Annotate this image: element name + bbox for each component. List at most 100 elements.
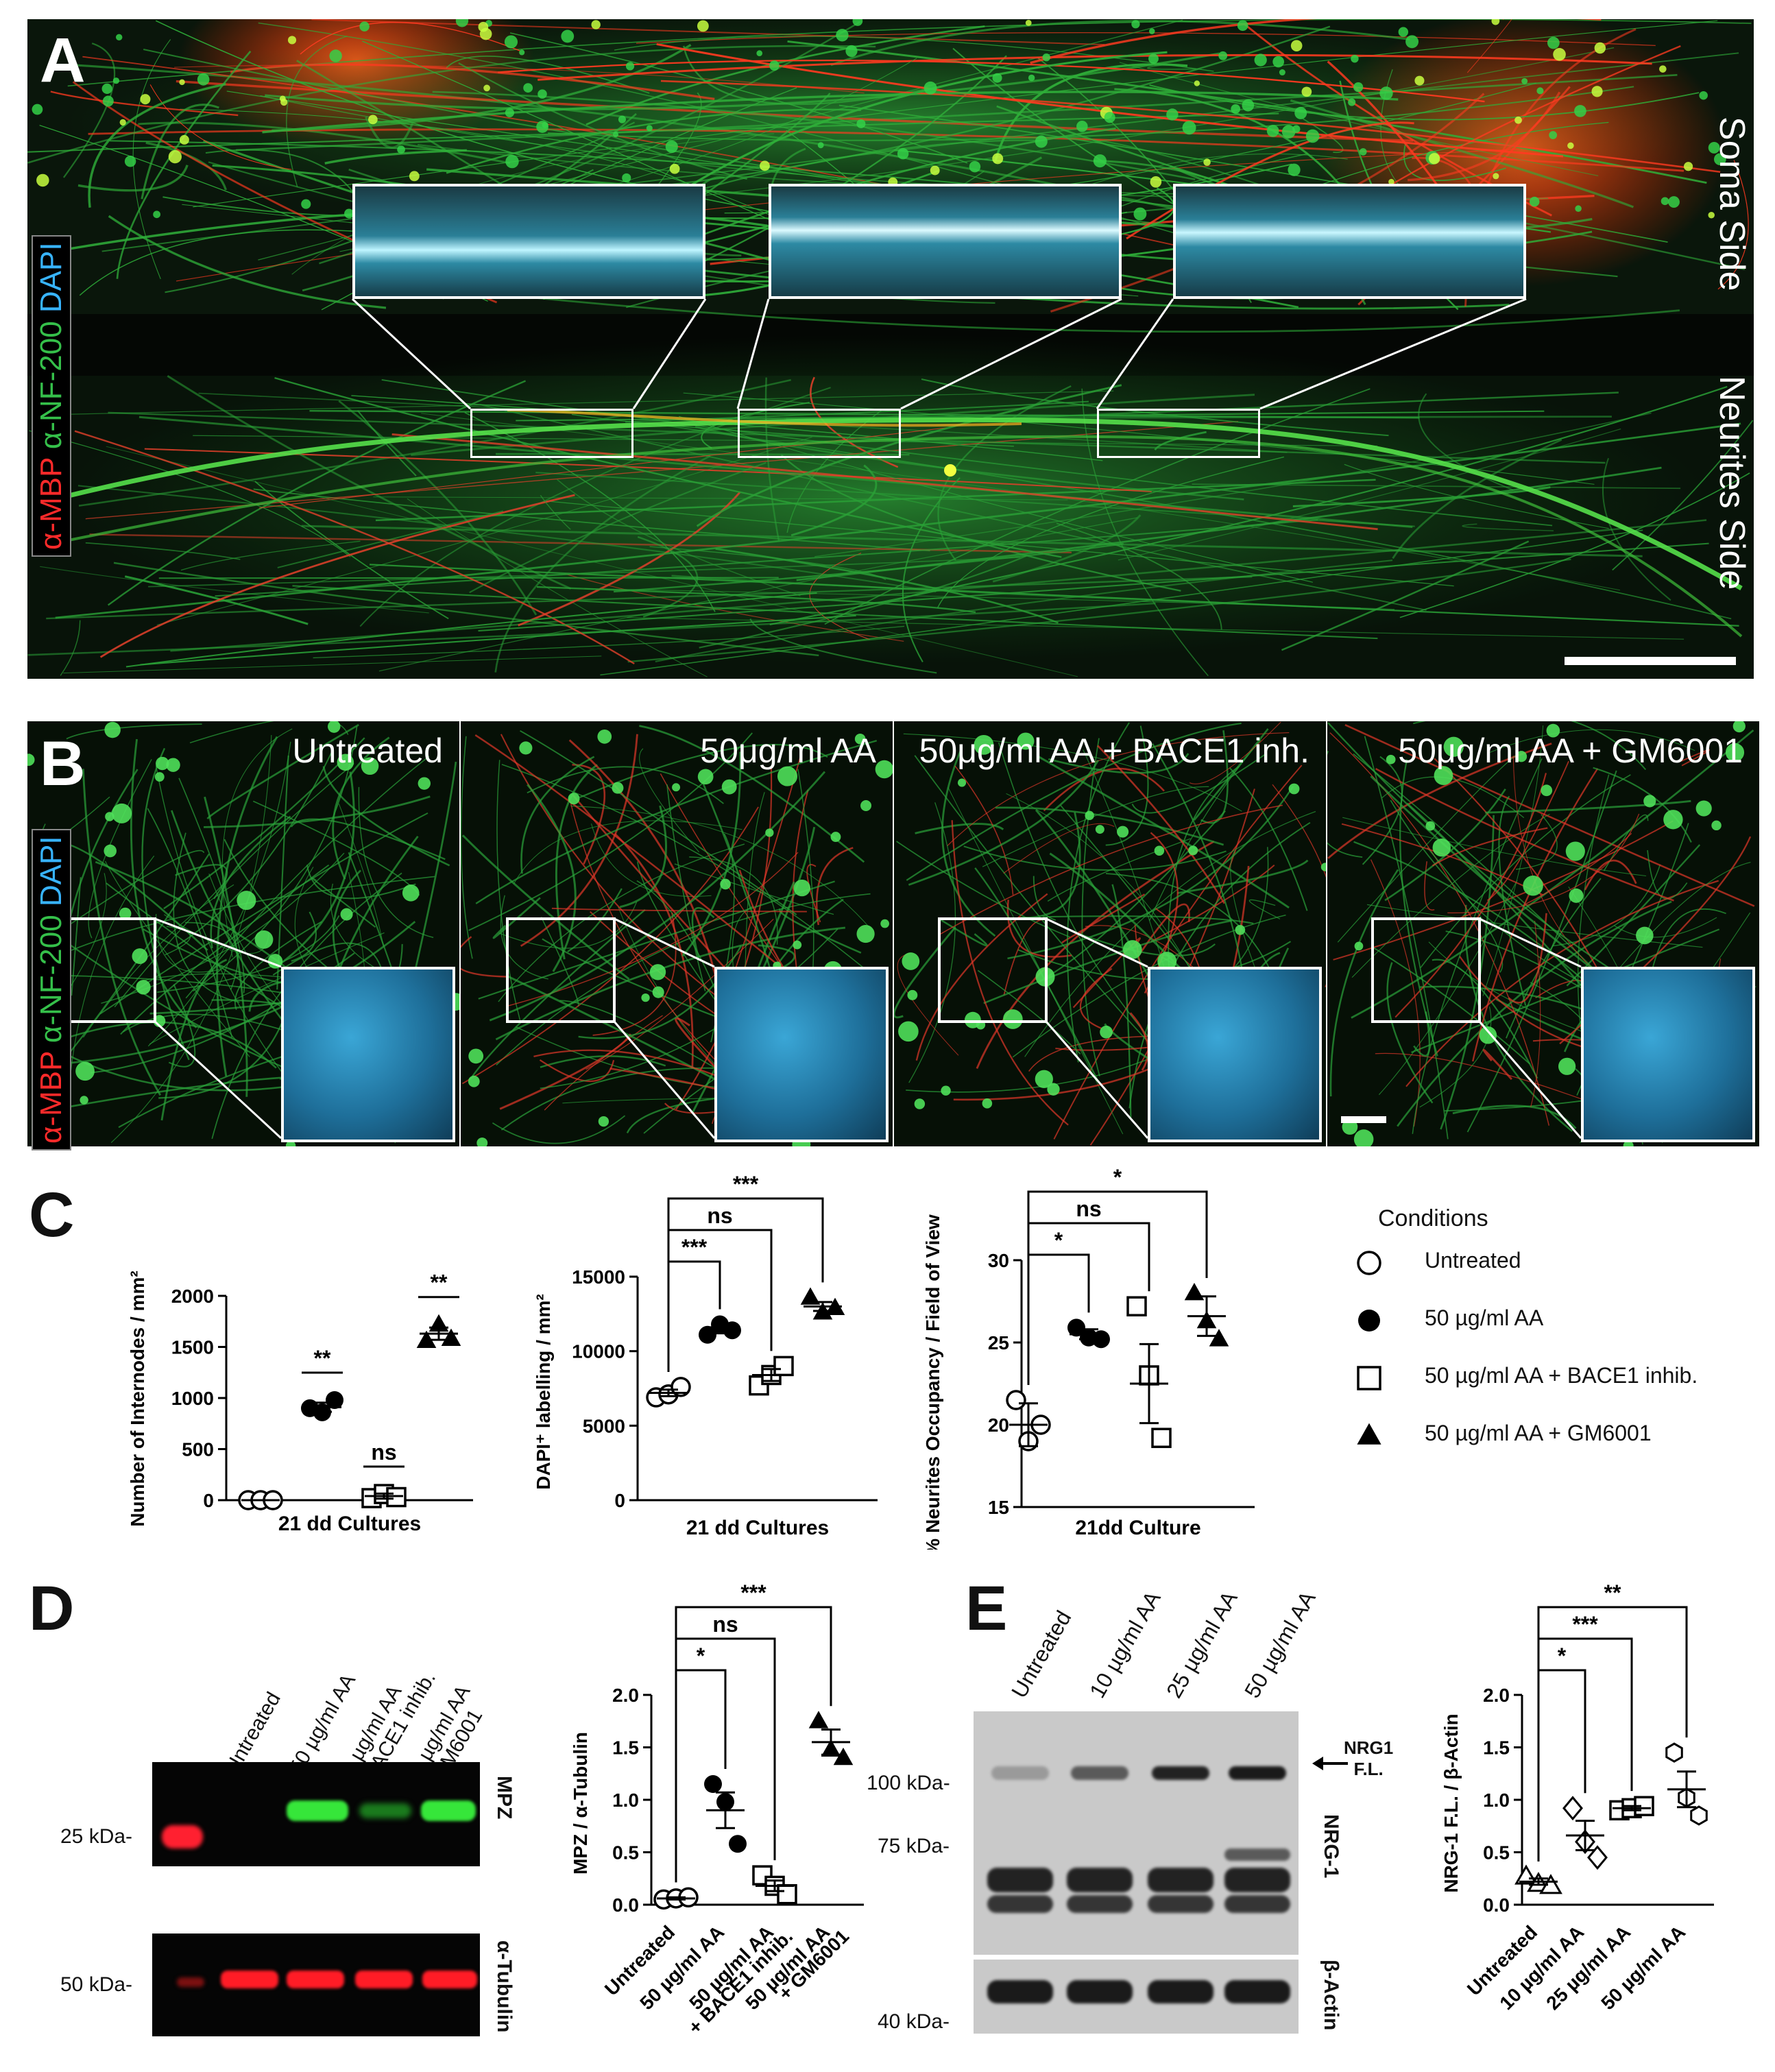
neurite-fiber <box>906 722 1242 881</box>
panel-b-tile-title: 50μg/ml AA + BACE1 inh. <box>919 732 1309 770</box>
cell-body <box>36 173 49 187</box>
y-tick-label: 1.0 <box>612 1790 639 1811</box>
panel-b-tile: Untreated <box>27 721 459 1146</box>
data-point <box>1209 1329 1229 1347</box>
zoom-line <box>1478 1021 1582 1139</box>
cell-body <box>168 149 182 164</box>
legend-item-label: Untreated <box>1425 1248 1521 1273</box>
neurite-fiber <box>210 815 291 949</box>
neurite-fiber <box>1413 721 1647 771</box>
neurite-fiber <box>458 62 747 180</box>
cell-body <box>279 95 286 102</box>
neurite-fiber <box>1176 859 1309 895</box>
neurite-fiber <box>1486 760 1569 902</box>
y-tick-label: 15 <box>988 1497 1009 1518</box>
data-point <box>1357 1366 1381 1390</box>
panel-b-inset <box>1148 967 1322 1142</box>
neurite-fiber <box>656 43 1564 158</box>
series-group <box>752 1865 797 1905</box>
neurite-fiber <box>1042 915 1254 924</box>
neurite-fiber <box>178 778 245 993</box>
neurite-fiber <box>675 1017 720 1072</box>
cell-body <box>1594 42 1606 54</box>
cell-body <box>1025 19 1032 26</box>
neurite-fiber <box>954 765 1014 895</box>
cell-body <box>1203 158 1211 166</box>
neurite-fiber <box>88 759 152 939</box>
cell-body <box>777 766 798 786</box>
neurite-fiber <box>110 735 272 1143</box>
neurite-fiber <box>144 448 1152 492</box>
significance-bracket <box>675 1606 832 1883</box>
panel-a-zoom-lines <box>351 298 1736 665</box>
cell-body <box>974 734 994 755</box>
data-point <box>729 1835 747 1853</box>
panel-a-scale-bar <box>1565 657 1736 665</box>
cell-body <box>992 73 1002 83</box>
significance-label: ns <box>371 1440 396 1465</box>
cell-body <box>1569 888 1584 903</box>
neurite-fiber <box>1681 749 1711 767</box>
neurite-fiber <box>149 932 385 1045</box>
legend-item-label: 50 µg/ml AA + BACE1 inhib. <box>1425 1363 1698 1388</box>
neurite-fiber <box>211 872 402 1140</box>
neurite-fiber <box>538 53 1652 81</box>
cell-body <box>669 163 680 174</box>
blot-band <box>1229 1766 1286 1780</box>
cell-body <box>1235 924 1246 935</box>
cell-body <box>468 1048 484 1064</box>
neurite-fiber <box>78 378 791 507</box>
cell-body <box>1281 125 1296 138</box>
neurite-fiber <box>1337 755 1516 943</box>
neurite-fiber <box>332 736 390 880</box>
cell-body <box>1035 135 1048 148</box>
cell-body <box>504 35 518 49</box>
data-point <box>833 1747 854 1766</box>
neurite-fiber <box>1485 799 1691 814</box>
cell-body <box>105 812 114 821</box>
neurite-fiber <box>391 433 1378 531</box>
cell-body <box>1523 876 1543 896</box>
neurite-fiber <box>498 843 745 1002</box>
y-tick-label: 20 <box>988 1414 1009 1436</box>
cell-body <box>1028 74 1035 82</box>
neurite-fiber <box>89 533 1072 554</box>
neurite-fiber <box>301 525 1643 557</box>
neurite-fiber <box>696 384 1122 527</box>
panel-b-image <box>1327 721 1756 1146</box>
neurite-fiber <box>56 1021 277 1069</box>
cell-body <box>1042 53 1050 62</box>
marker-100kda: 100 kDa- <box>867 1772 950 1794</box>
cell-body <box>327 721 341 733</box>
cell-body <box>344 208 354 219</box>
cell-body <box>1294 106 1307 119</box>
neurite-fiber <box>1329 732 1550 1126</box>
neurite-fiber <box>1482 725 1544 996</box>
neurite-fiber <box>769 385 1728 625</box>
cell-body <box>672 783 681 792</box>
neurite-fiber <box>939 918 988 947</box>
neurite-fiber <box>902 477 961 662</box>
cell-body <box>992 153 1004 165</box>
cell-body <box>1292 125 1301 133</box>
neurite-fiber <box>381 379 1553 527</box>
cell-body <box>154 772 165 782</box>
cell-body <box>720 878 731 890</box>
neurite-fiber <box>592 912 677 1036</box>
cell-body <box>237 891 256 911</box>
neurite-fiber <box>790 464 878 537</box>
neurite-fiber <box>158 1006 289 1099</box>
neurite-fiber <box>896 841 1070 938</box>
data-point <box>749 1375 769 1396</box>
neurite-fiber <box>85 542 241 560</box>
neurite-fiber <box>262 91 1399 134</box>
cell-body <box>1254 53 1267 67</box>
neurite-fiber <box>276 755 289 990</box>
neurite-fiber <box>903 733 1242 812</box>
y-tick-label: 0 <box>614 1490 625 1511</box>
neurite-fiber <box>492 897 541 939</box>
cell-body <box>561 29 575 43</box>
cell-body <box>1237 20 1248 32</box>
cell-body <box>907 989 918 1000</box>
